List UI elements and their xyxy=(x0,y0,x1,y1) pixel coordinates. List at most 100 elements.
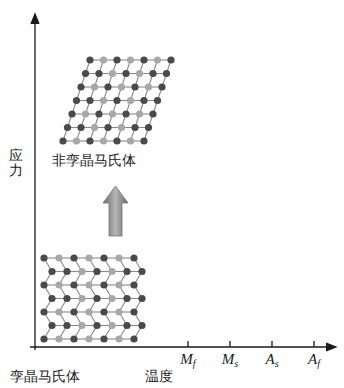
twinned-atom xyxy=(115,308,122,315)
twinned-atom xyxy=(100,281,107,288)
twinned-atom xyxy=(55,254,62,261)
twinned-atom xyxy=(63,295,70,302)
detwinned-atom xyxy=(131,83,138,90)
detwinned-atom xyxy=(104,124,111,131)
axis-title: 温度 xyxy=(145,368,173,385)
twinned-atom xyxy=(108,295,115,302)
detwinned-atom xyxy=(136,70,143,77)
detwinned-atom xyxy=(109,70,116,77)
detwinned-atom xyxy=(149,70,156,77)
detwinned-atom xyxy=(100,97,107,104)
detwinned-atom xyxy=(154,97,161,104)
twinned-atom xyxy=(48,295,55,302)
detwinned-atom xyxy=(109,110,116,117)
twinned-atom xyxy=(78,295,85,302)
twinned-atom xyxy=(138,268,145,275)
detwinned-atom xyxy=(145,83,152,90)
detwinned-atom xyxy=(59,137,66,144)
axis-title: 应力 xyxy=(9,148,23,179)
twinned-atom xyxy=(115,281,122,288)
twinned-atom xyxy=(85,254,92,261)
temperature-mark: Ms xyxy=(222,350,238,370)
twinned-atom xyxy=(85,308,92,315)
detwinned-atom xyxy=(82,110,89,117)
twinned-atom xyxy=(93,295,100,302)
twinned-atom xyxy=(63,268,70,275)
twinned-atom xyxy=(70,281,77,288)
detwinned-atom xyxy=(91,83,98,90)
temperature-mark: As xyxy=(265,350,278,370)
twinned-atom xyxy=(85,335,92,342)
detwinned-atom xyxy=(122,70,129,77)
twinned-atom xyxy=(40,281,47,288)
twinned-atom xyxy=(130,308,137,315)
twinned-atom xyxy=(78,322,85,329)
twinned-atom xyxy=(123,295,130,302)
twinned-atom xyxy=(48,268,55,275)
twinned-atom xyxy=(55,308,62,315)
twinned-atom xyxy=(55,335,62,342)
detwinned-atom xyxy=(140,137,147,144)
detwinned-atom xyxy=(163,70,170,77)
twinned-atom xyxy=(78,268,85,275)
twinned-atom xyxy=(115,335,122,342)
detwinned-atom xyxy=(118,83,125,90)
twinned-atom xyxy=(93,322,100,329)
detwinned-atom xyxy=(86,56,93,63)
detwinned-atom xyxy=(77,124,84,131)
stress-arrow xyxy=(103,186,128,236)
detwinned-lattice xyxy=(59,56,174,144)
twinned-atom xyxy=(138,295,145,302)
twinned-atom xyxy=(70,308,77,315)
twinned-atom xyxy=(40,308,47,315)
detwinned-atom xyxy=(73,137,80,144)
twinned-atom xyxy=(93,268,100,275)
detwinned-atom xyxy=(68,110,75,117)
twinned-atom xyxy=(108,268,115,275)
phase-label: 非孪晶马氏体 xyxy=(52,152,136,169)
detwinned-atom xyxy=(100,137,107,144)
twinned-atom xyxy=(48,322,55,329)
twinned-atom xyxy=(130,335,137,342)
twinned-atom xyxy=(40,335,47,342)
detwinned-atom xyxy=(149,110,156,117)
detwinned-atom xyxy=(158,83,165,90)
detwinned-atom xyxy=(113,56,120,63)
detwinned-atom xyxy=(131,124,138,131)
detwinned-atom xyxy=(127,137,134,144)
detwinned-atom xyxy=(95,70,102,77)
detwinned-atom xyxy=(64,124,71,131)
detwinned-atom xyxy=(95,110,102,117)
twinned-atom xyxy=(123,268,130,275)
twinned-atom xyxy=(63,322,70,329)
detwinned-atom xyxy=(167,56,174,63)
twinned-atom xyxy=(100,254,107,261)
detwinned-atom xyxy=(127,56,134,63)
twinned-atom xyxy=(115,254,122,261)
detwinned-atom xyxy=(154,56,161,63)
detwinned-atom xyxy=(91,124,98,131)
axes xyxy=(30,14,336,351)
temperature-mark: Mf xyxy=(180,350,195,370)
twinned-atom xyxy=(70,254,77,261)
detwinned-atom xyxy=(113,97,120,104)
twinned-atom xyxy=(100,308,107,315)
twinned-atom xyxy=(55,281,62,288)
detwinned-atom xyxy=(86,137,93,144)
detwinned-atom xyxy=(100,56,107,63)
detwinned-atom xyxy=(82,70,89,77)
twinned-atom xyxy=(130,254,137,261)
temperature-mark: Af xyxy=(308,350,320,370)
detwinned-atom xyxy=(86,97,93,104)
detwinned-atom xyxy=(140,56,147,63)
detwinned-atom xyxy=(127,97,134,104)
twinned-atom xyxy=(85,281,92,288)
detwinned-atom xyxy=(136,110,143,117)
detwinned-atom xyxy=(118,124,125,131)
twinned-atom xyxy=(108,322,115,329)
twinned-atom xyxy=(100,335,107,342)
twinned-atom xyxy=(70,335,77,342)
detwinned-atom xyxy=(104,83,111,90)
detwinned-atom xyxy=(77,83,84,90)
